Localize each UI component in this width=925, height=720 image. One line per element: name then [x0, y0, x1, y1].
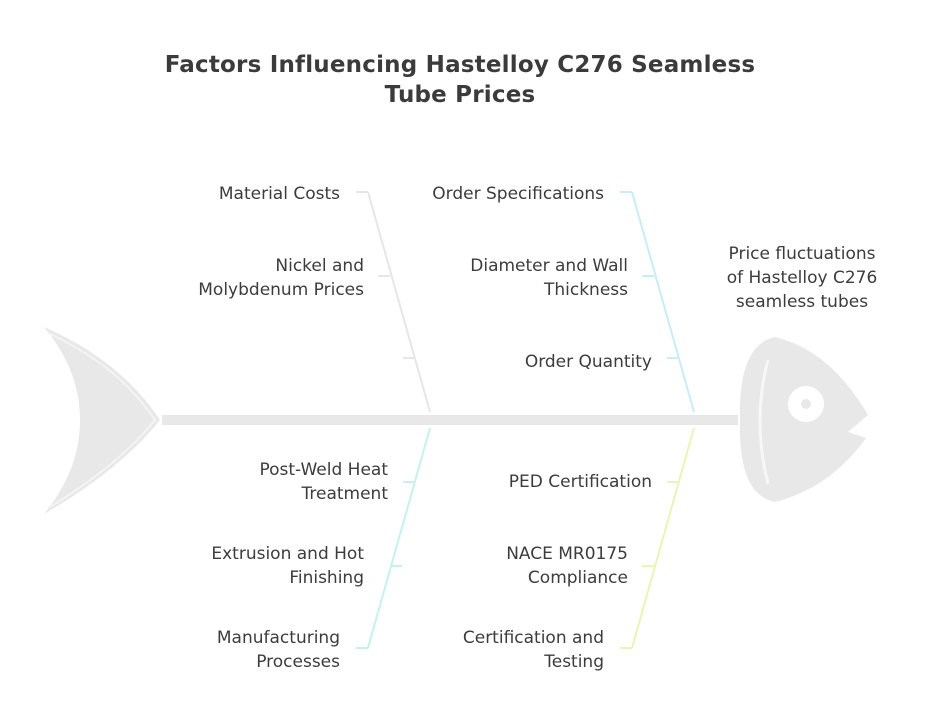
cause-line-1: NACE MR0175	[506, 544, 628, 564]
bone-certification-testing	[620, 427, 695, 649]
cause-order-quantity: Order Quantity	[430, 350, 652, 374]
title-line-2: Tube Prices	[384, 82, 536, 108]
cause-nickel-molybdenum-prices: Nickel and Molybdenum Prices	[140, 254, 364, 302]
cause-line-1: Nickel and	[275, 256, 364, 276]
fish-spine	[162, 415, 738, 425]
fish-pupil	[801, 399, 811, 409]
fish-tail	[44, 327, 160, 514]
fish-tail-edge	[47, 332, 157, 509]
cause-diameter-wall-thickness: Diameter and Wall Thickness	[400, 254, 628, 302]
cause-line-1: Post-Weld Heat	[259, 460, 388, 480]
bone-material-costs	[356, 191, 431, 413]
bone-line	[631, 427, 695, 649]
category-label-line-1: Manufacturing	[216, 628, 340, 648]
cause-line-1: Order Quantity	[524, 352, 652, 372]
diagram-title: Factors Influencing Hastelloy C276 Seaml…	[110, 50, 810, 110]
effect-label: Price fluctuations of Hastelloy C276 sea…	[700, 242, 904, 314]
cause-ped-certification: PED Certification	[440, 470, 652, 494]
cause-nace-mr0175-compliance: NACE MR0175 Compliance	[430, 542, 628, 590]
cause-line-2: Thickness	[543, 280, 628, 300]
cause-line-1: Extrusion and Hot	[211, 544, 364, 564]
cause-extrusion-hot-finishing: Extrusion and Hot Finishing	[150, 542, 364, 590]
category-label-text: Order Specifications	[432, 184, 604, 204]
cause-line-1: PED Certification	[508, 472, 652, 492]
category-label-line-2: Testing	[544, 652, 604, 672]
cause-line-2: Compliance	[527, 568, 628, 588]
title-line-1: Factors Influencing Hastelloy C276 Seaml…	[164, 52, 756, 78]
bone-manufacturing-processes	[356, 427, 431, 649]
bone-line	[367, 191, 431, 413]
cause-post-weld-heat-treatment: Post-Weld Heat Treatment	[170, 458, 388, 506]
effect-line-2: of Hastelloy C276	[726, 268, 878, 288]
bone-line	[367, 427, 431, 649]
fish-gill	[758, 359, 770, 485]
bone-line	[631, 191, 695, 413]
category-label-text: Material Costs	[218, 184, 340, 204]
cause-line-2: Molybdenum Prices	[198, 280, 364, 300]
effect-line-1: Price fluctuations	[728, 244, 876, 264]
cause-line-2: Treatment	[301, 484, 388, 504]
bone-order-specifications	[620, 191, 695, 413]
category-label-certification-testing: Certification and Testing	[404, 626, 604, 674]
cause-line-1: Diameter and Wall	[470, 256, 628, 276]
category-label-manufacturing-processes: Manufacturing Processes	[160, 626, 340, 674]
category-label-line-1: Certification and	[462, 628, 604, 648]
category-label-line-2: Processes	[256, 652, 340, 672]
cause-line-2: Finishing	[289, 568, 364, 588]
category-label-order-specifications: Order Specifications	[384, 182, 604, 206]
effect-line-3: seamless tubes	[735, 292, 869, 312]
category-label-material-costs: Material Costs	[150, 182, 340, 206]
